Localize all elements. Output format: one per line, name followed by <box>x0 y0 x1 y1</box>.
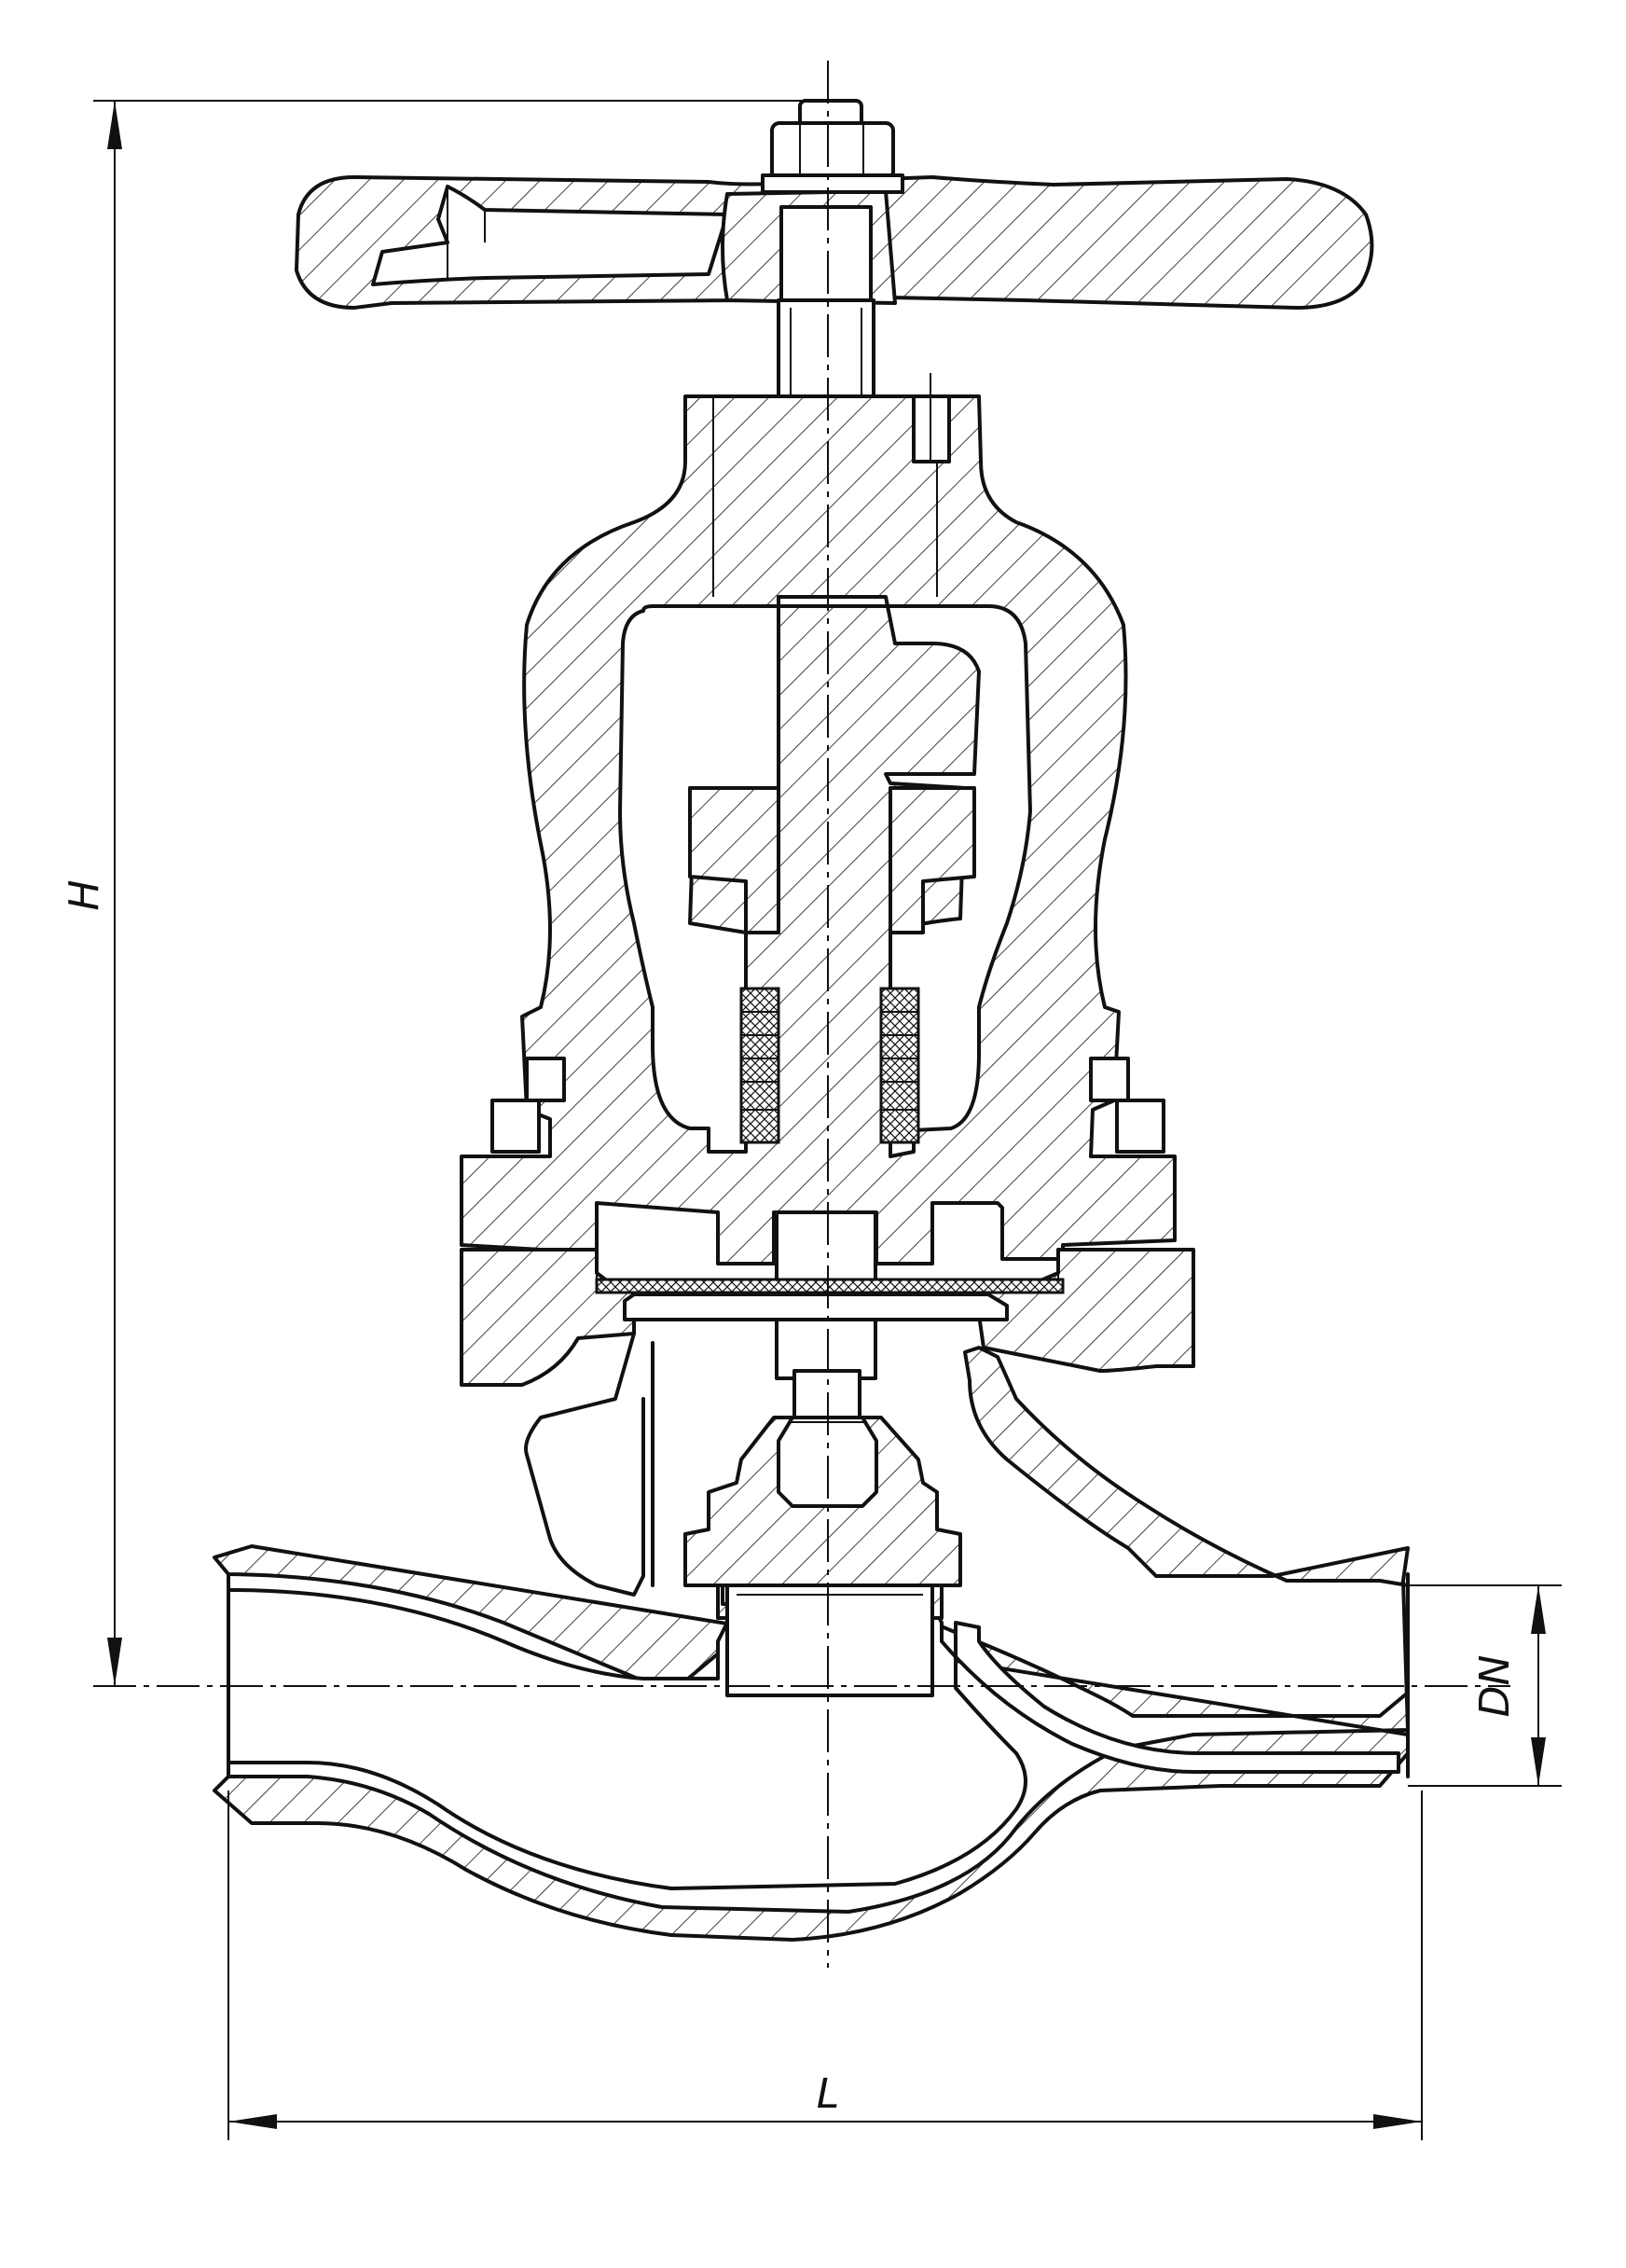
dimension-h: H <box>61 100 811 1686</box>
dimension-l: L <box>227 1791 1423 2140</box>
body-flange <box>460 1248 1195 1387</box>
dimension-dn-label: DN <box>1471 1655 1519 1718</box>
bonnet <box>460 373 1177 1265</box>
dimension-h-label: H <box>61 879 108 910</box>
pipe-ends <box>227 1572 1410 1778</box>
centerlines <box>93 61 1510 1968</box>
stem-nut <box>761 99 904 194</box>
dimension-l-label: L <box>817 2070 840 2118</box>
valve-disc <box>683 1416 962 1697</box>
bonnet-bolts <box>490 1057 1165 1154</box>
dimension-dn: DN <box>1408 1584 1562 1787</box>
